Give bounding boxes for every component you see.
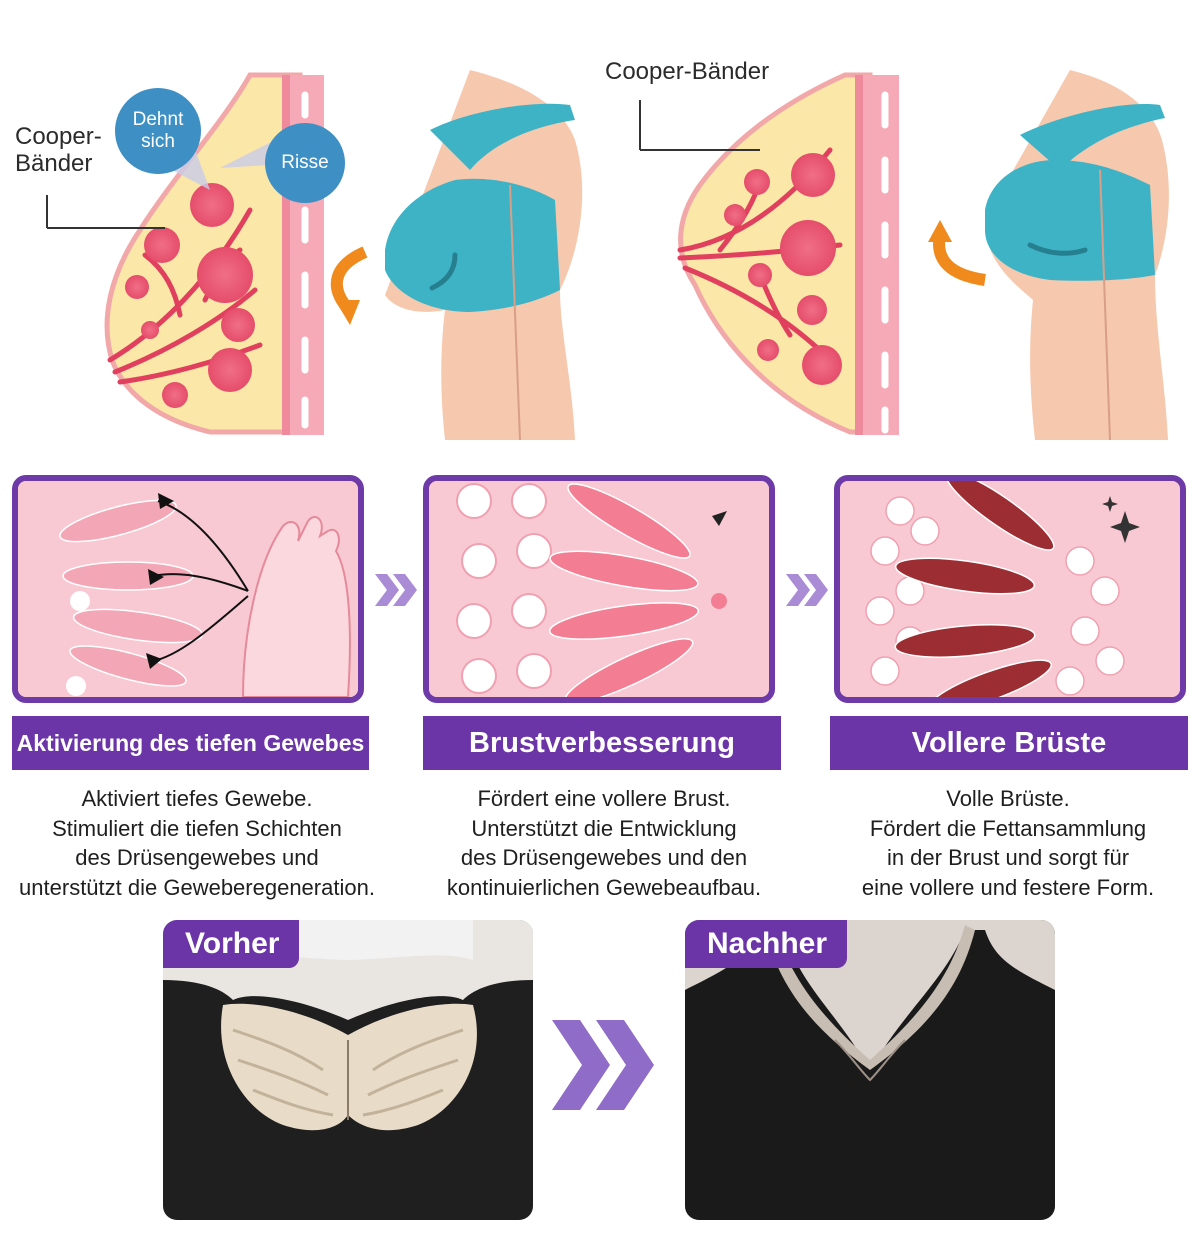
before-label: Vorher [163,920,300,968]
cooper-ligaments-label-left: Cooper- Bänder [15,123,102,177]
step-3-title: Vollere Brüste [830,716,1188,770]
stretches-bubble: Dehnt sich [115,88,201,174]
lifted-side-view [985,70,1169,441]
tears-bubble: Risse [265,123,345,203]
step-3-description: Volle Brüste. Fördert die Fettansammlung… [861,786,1155,900]
down-arrow-icon [330,246,368,309]
chevron-right-icon [786,574,828,606]
breast-anatomy-diagram [46,70,1169,441]
chevron-right-icon [375,574,417,606]
panel-deep-tissue-activation [12,475,364,703]
sagging-side-view [385,70,583,441]
firm-breast-cross-section [639,72,899,435]
panel-fuller-breasts [834,475,1186,703]
step-2-title: Brustverbesserung [423,716,781,770]
after-label: Nachher [685,920,848,968]
step-1-description: Aktiviert tiefes Gewebe. Stimuliert die … [19,786,375,900]
before-photo: Vorher [163,920,533,1220]
step-1-title: Aktivierung des tiefen Gewebes [12,716,369,770]
cooper-ligaments-label-right: Cooper-Bänder [605,58,770,85]
after-photo: Nachher [685,920,1055,1220]
panel-breast-enhancement [423,475,775,703]
step-2-description: Fördert eine vollere Brust. Unterstützt … [446,786,762,900]
double-chevron-right-icon [552,1020,654,1110]
up-arrow-icon [933,233,986,286]
sagging-breast-cross-section [46,72,324,435]
